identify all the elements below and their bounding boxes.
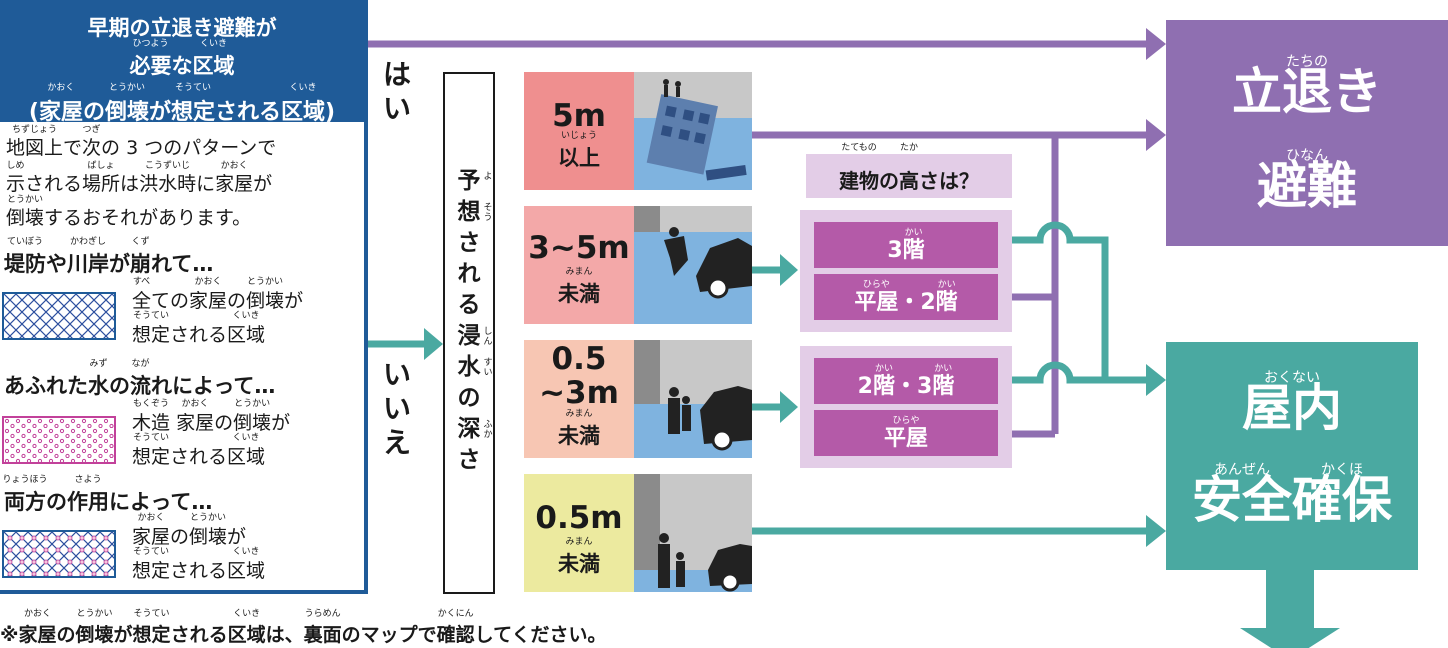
height-option-1f-2f: 平屋ひらや・2階かい	[814, 274, 998, 320]
indoor-label: 屋内	[1242, 379, 1342, 437]
depth-label-char: る	[457, 292, 481, 318]
depth-tile-0.5m: 0.5m 未満みまん	[524, 474, 752, 592]
depth-label-char: 想そう	[457, 199, 493, 225]
depth-label-char: 深ふか	[457, 416, 493, 442]
depth-label-char: の	[457, 385, 481, 411]
legend-swatch-dots	[2, 416, 116, 464]
depth-0.5-3m-sub: 未満	[558, 424, 600, 448]
height-option-part: 2	[857, 374, 873, 399]
legend-desc-2a: 木造もくぞう 家屋かおくの倒壊とうかいが	[132, 399, 291, 434]
intro-line2: 示しめされる場所ばしょは洪水時こうずいじに家屋かおくが	[6, 161, 273, 195]
expected-flood-depth-label: 予よ想そうされる浸しん水すいの深ふかさ	[443, 72, 495, 594]
height-option-part: ・3	[895, 374, 933, 399]
answer-no: いいえ	[382, 358, 411, 459]
legend-heading-overflow: あふれた水みずの流ながれによって…	[4, 359, 276, 398]
safety-label-b: 確保	[1292, 471, 1392, 529]
depth-label-char: れ	[457, 261, 481, 287]
height-option-part: 階かい	[932, 364, 955, 399]
height-option-part: 階かい	[902, 228, 925, 263]
depth-0.5m-sub: 未満	[558, 552, 600, 576]
depth-label-ruby: しん	[483, 327, 493, 347]
legend-desc-3a: 家屋かおくの倒壊とうかいが	[132, 513, 247, 548]
depth-3-5m-label: 3~5m 未満みまん	[524, 206, 634, 324]
building-height-question: 建物たてものの高たかさは？	[806, 143, 1012, 198]
depth-tile-5m: 5m 以上いじょう	[524, 72, 752, 190]
depth-3-5m-value: 3~5m	[528, 230, 630, 266]
answer-yes: はい	[382, 58, 411, 125]
legend-swatch-both	[2, 530, 116, 578]
depth-label-char: 水すい	[457, 354, 493, 380]
height-option-part: 平屋ひらや	[854, 280, 899, 315]
height-group-medium: 2階かい・3階かい 平屋ひらや	[800, 346, 1012, 468]
intro-line1: 地図上ちずじょうで次つぎの 3 つのパターンで	[6, 125, 277, 159]
depth-label-ruby: ふか	[483, 420, 493, 440]
safety-label-a: 安全	[1192, 471, 1292, 529]
depth-label-ruby: よ	[483, 172, 493, 182]
depth-label-ruby: そう	[483, 203, 493, 223]
depth-label-char: さ	[457, 447, 481, 473]
depth-label-char: 浸しん	[457, 323, 493, 349]
header-line3: (家屋かおくの倒壊とうかいが想定そうていされる区域くいき)	[28, 83, 336, 125]
evacuate-label: 立退き	[1232, 63, 1382, 121]
height-option-part: 階かい	[935, 280, 958, 315]
legend-swatch-crosshatch	[2, 292, 116, 340]
header-line2: 必要ひつような区域くいき	[129, 39, 235, 78]
depth-0.5-3m-label: 0.5 ~3m 未満みまん	[524, 340, 634, 458]
legend-desc-1b: 想定そうていされる区域くいき	[132, 311, 266, 346]
footnote: ※家屋かおくの倒壊とうかいが想定そうていされる区域くいきは、裏面うらめんのマップ…	[0, 609, 607, 646]
legend-desc-3b: 想定そうていされる区域くいき	[132, 547, 266, 582]
shallow-water-people-illustration	[634, 474, 752, 592]
depth-0.5m-value: 0.5m	[535, 500, 623, 536]
legend-desc-1a: 全すべての家屋かおくの倒壊とうかいが	[132, 277, 304, 312]
wading-people-illustration	[634, 340, 752, 458]
depth-tile-0.5-3m: 0.5 ~3m 未満みまん	[524, 340, 752, 458]
depth-0.5-3m-value-l2: ~3m	[539, 375, 619, 411]
header-line1: 早期の立退き避難が	[87, 16, 277, 40]
depth-label-ruby: すい	[483, 358, 493, 378]
depth-0.5-3m-value-l1: 0.5	[551, 341, 607, 377]
result-evacuate: 立退きたちの 避難ひなん	[1166, 20, 1448, 246]
submerged-building-illustration	[634, 72, 752, 190]
height-option-part: 階かい	[872, 364, 895, 399]
depth-5m-label: 5m 以上いじょう	[524, 72, 634, 190]
height-option-part: 3	[887, 238, 903, 263]
intro-line3: 倒壊とうかいするおそれがあります。	[6, 195, 252, 229]
safe-down-arrow-head	[1240, 628, 1340, 648]
height-option-2f-3f: 2階かい・3階かい	[814, 358, 998, 404]
depth-label-char: さ	[457, 230, 481, 256]
panel-header: 早期の立退き避難が 必要ひつような区域くいき (家屋かおくの倒壊とうかいが想定そ…	[0, 0, 364, 125]
depth-5m-value: 5m	[552, 98, 606, 134]
arrow-2f3f-to-safe	[1012, 361, 1148, 384]
legend-heading-bank-collapse: 堤防ていぼうや川岸かわぎしが崩くずれて…	[4, 237, 214, 276]
height-option-3f: 3階かい	[814, 222, 998, 268]
depth-label-char: 予よ	[457, 168, 493, 194]
result-indoor-safety: 屋内おくない 安全あんぜん確保かくほ	[1166, 342, 1418, 570]
height-option-part: ・2	[898, 290, 936, 315]
depth-tile-3-5m: 3~5m 未満みまん	[524, 206, 752, 324]
depth-5m-sub: 以上	[558, 146, 600, 170]
height-group-deep: 3階かい 平屋ひらや・2階かい	[800, 210, 1012, 332]
arrow-3f-to-safe	[1012, 221, 1109, 380]
height-option-part: 平屋ひらや	[883, 416, 928, 451]
legend-desc-2b: 想定そうていされる区域くいき	[132, 433, 266, 468]
safe-down-arrow-shaft	[1266, 570, 1314, 630]
evacuate-label-2: 避難	[1257, 157, 1357, 215]
height-option-1f: 平屋ひらや	[814, 410, 998, 456]
depth-3-5m-sub: 未満	[558, 282, 600, 306]
legend-heading-both: 両方りょうほうの作用さようによって…	[2, 475, 213, 514]
depth-0.5m-label: 0.5m 未満みまん	[524, 474, 634, 592]
flooded-car-illustration	[634, 206, 752, 324]
